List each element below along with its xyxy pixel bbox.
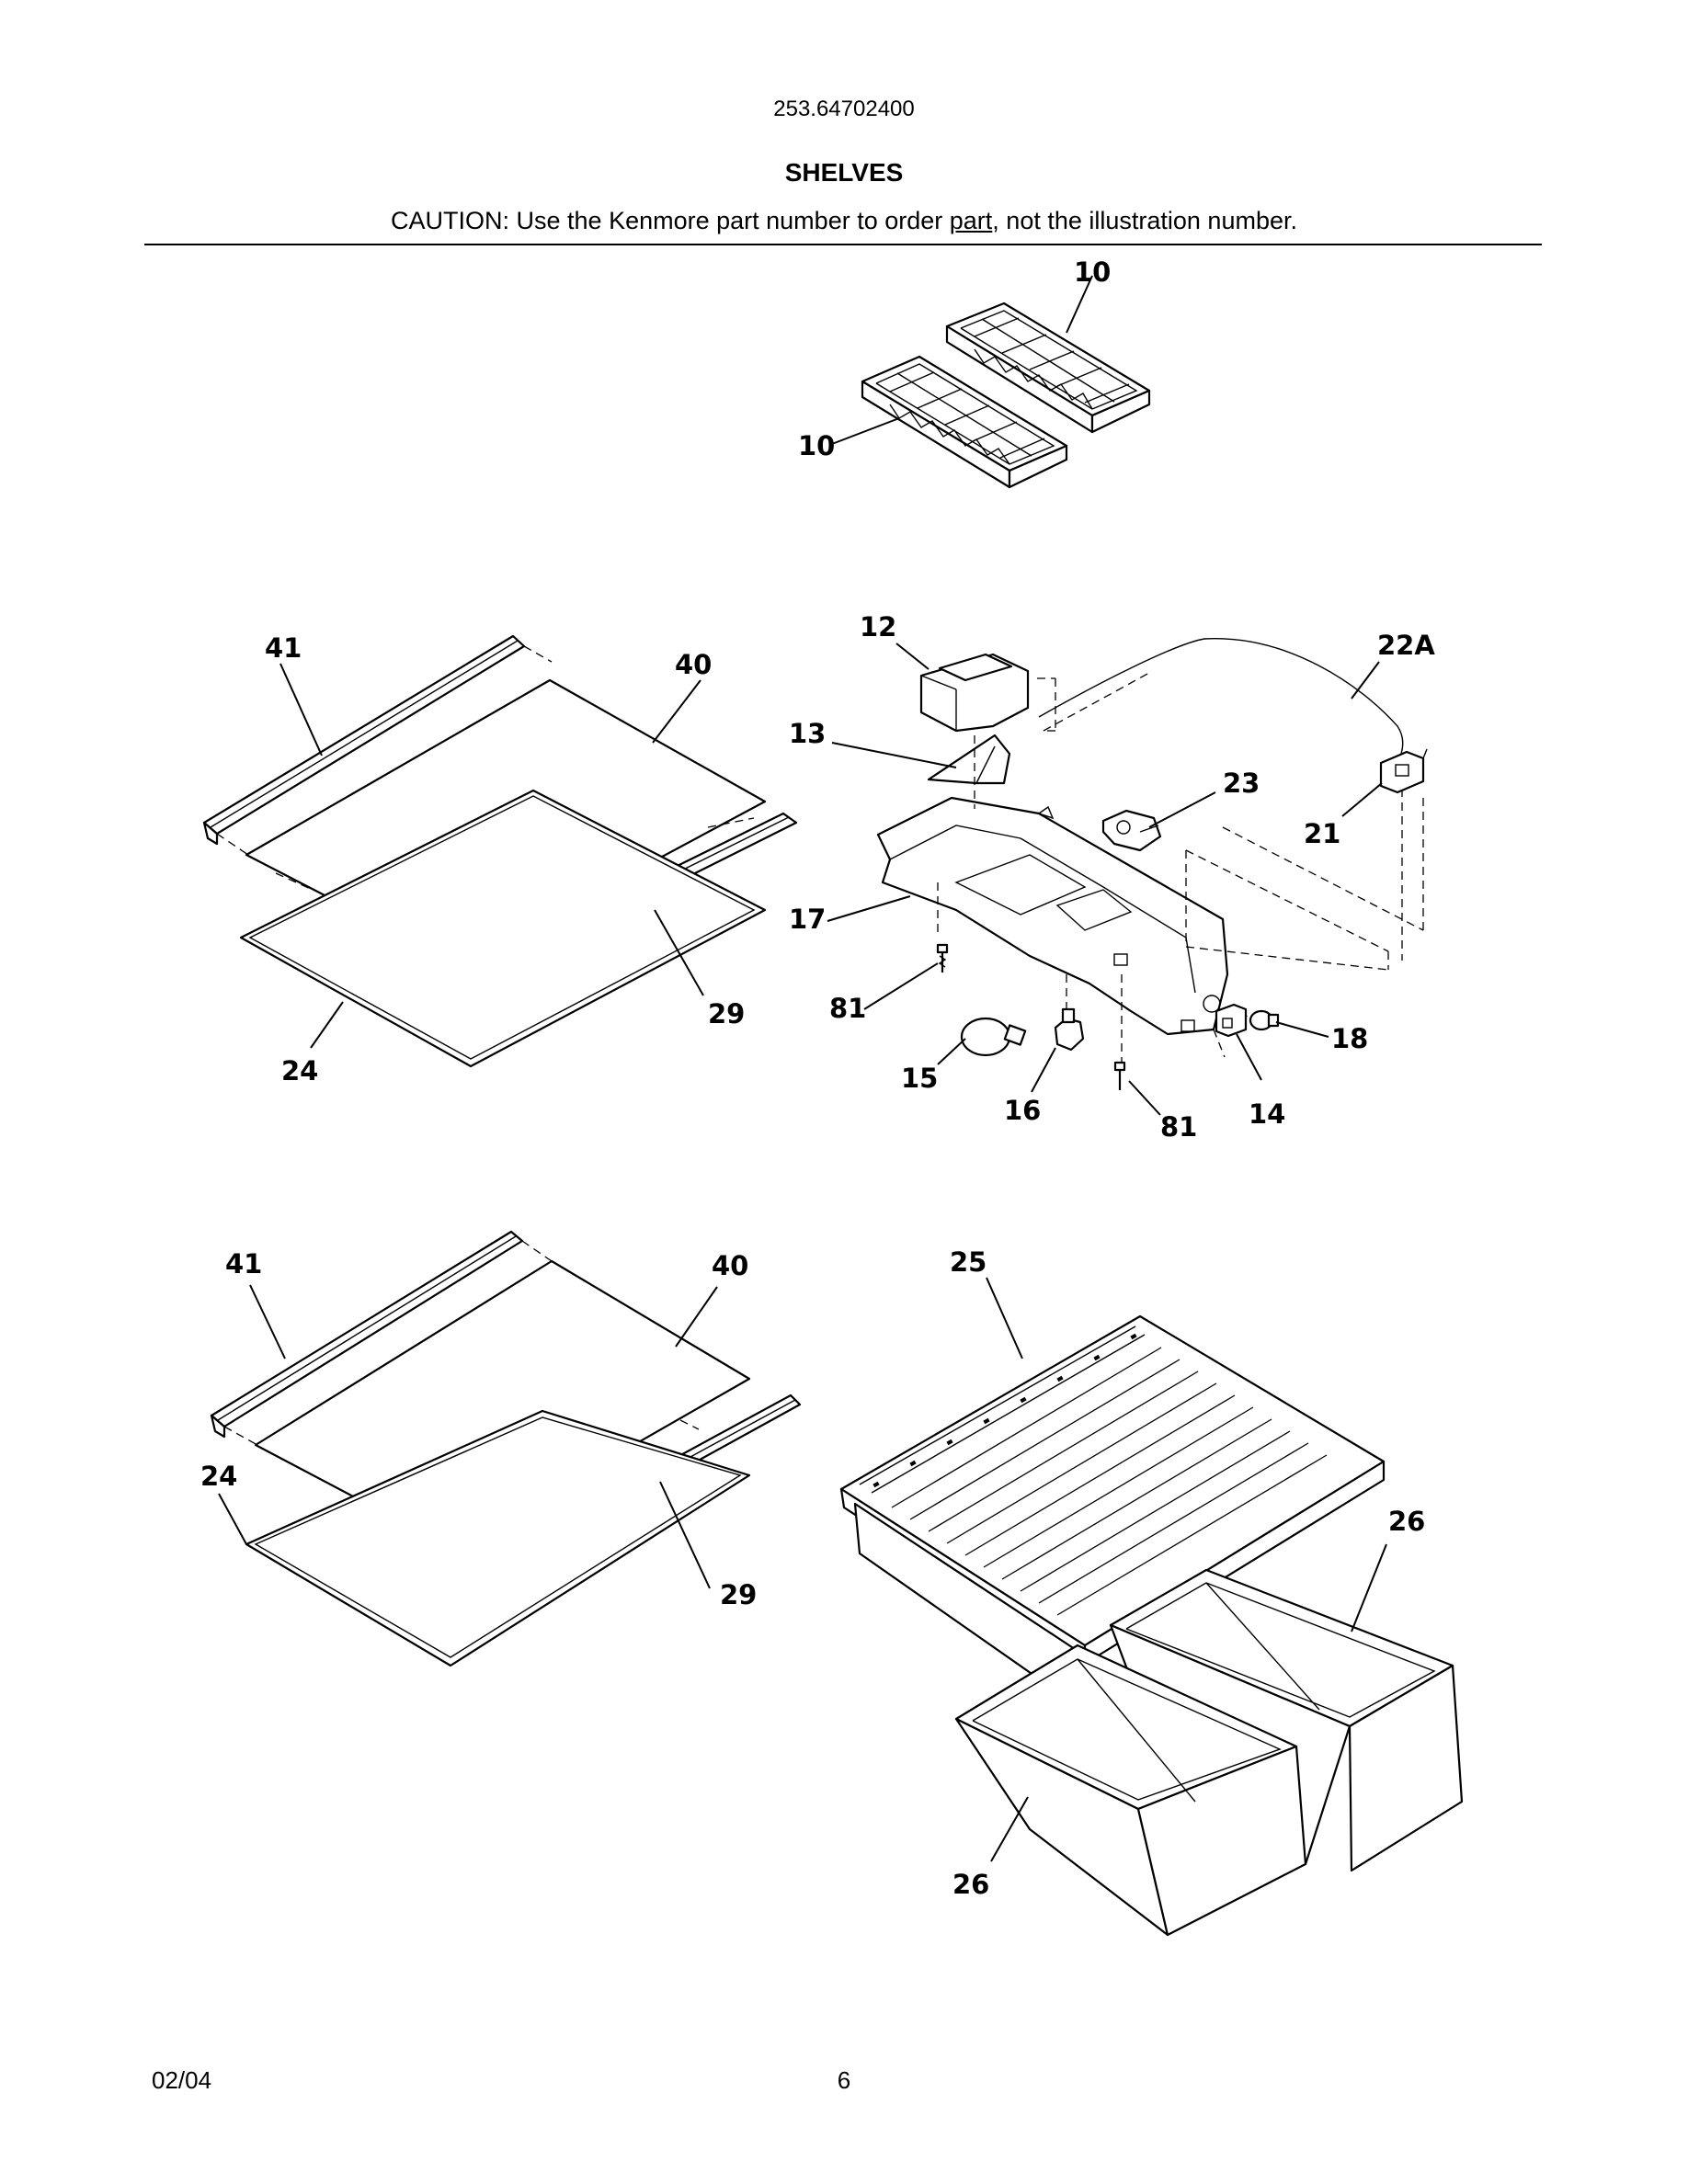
callout-41-shelf1: 41 xyxy=(265,632,302,664)
defrost-timer xyxy=(1101,809,1162,852)
footer-date: 02/04 xyxy=(152,2066,212,2094)
shelf2-frame xyxy=(245,1409,751,1667)
callout-17: 17 xyxy=(789,904,826,935)
shelf1-frame xyxy=(239,789,767,1068)
callout-24-shelf2: 24 xyxy=(200,1461,237,1492)
lamp-socket xyxy=(1054,1007,1085,1052)
crisper-pan-left xyxy=(954,1644,1307,1937)
callout-24-shelf1: 24 xyxy=(281,1055,318,1086)
callout-41-shelf2: 41 xyxy=(225,1248,262,1280)
switch xyxy=(1215,1003,1248,1038)
connector xyxy=(1379,748,1428,794)
callout-21: 21 xyxy=(1304,818,1340,849)
callout-15: 15 xyxy=(901,1063,938,1094)
callout-23: 23 xyxy=(1223,768,1260,799)
callout-12: 12 xyxy=(860,611,896,643)
callout-81-right: 81 xyxy=(1160,1111,1197,1143)
callout-29-shelf2: 29 xyxy=(720,1579,757,1610)
section-title: SHELVES xyxy=(784,158,904,187)
callout-10-bottom: 10 xyxy=(798,430,835,461)
caution-note: CAUTION: Use the Kenmore part number to … xyxy=(0,207,1688,235)
callout-40-shelf1: 40 xyxy=(675,649,712,680)
model-number: 253.64702400 xyxy=(773,97,915,121)
header-rule xyxy=(144,244,1542,245)
callout-29-shelf1: 29 xyxy=(708,998,745,1029)
deflector xyxy=(927,734,1011,785)
caution-text-end: , not the illustration number. xyxy=(992,207,1297,234)
callout-26-right: 26 xyxy=(1388,1506,1425,1537)
screw-right xyxy=(1113,1061,1126,1090)
light-housing xyxy=(876,796,1229,1036)
caution-underlined-word: part xyxy=(949,207,993,234)
screw-left xyxy=(936,943,949,973)
page-number: 6 xyxy=(837,2066,851,2094)
wire-harness xyxy=(1038,638,1404,764)
plug xyxy=(1249,1009,1280,1031)
callout-25: 25 xyxy=(950,1246,987,1278)
callout-81-left: 81 xyxy=(829,993,866,1024)
ice-tray-bottom xyxy=(861,355,1068,489)
callout-14: 14 xyxy=(1249,1098,1285,1130)
caution-text: CAUTION: Use the Kenmore part number to … xyxy=(391,207,950,234)
callout-13: 13 xyxy=(789,718,826,749)
bulb xyxy=(960,1017,1027,1057)
callout-40-shelf2: 40 xyxy=(712,1250,748,1281)
callout-16: 16 xyxy=(1004,1095,1041,1126)
callout-10-top: 10 xyxy=(1074,256,1111,288)
light-cover xyxy=(919,653,1030,733)
callout-26-left: 26 xyxy=(952,1869,989,1900)
callout-22A: 22A xyxy=(1377,630,1435,661)
ice-tray-top xyxy=(945,301,1151,434)
callout-18: 18 xyxy=(1331,1023,1368,1054)
